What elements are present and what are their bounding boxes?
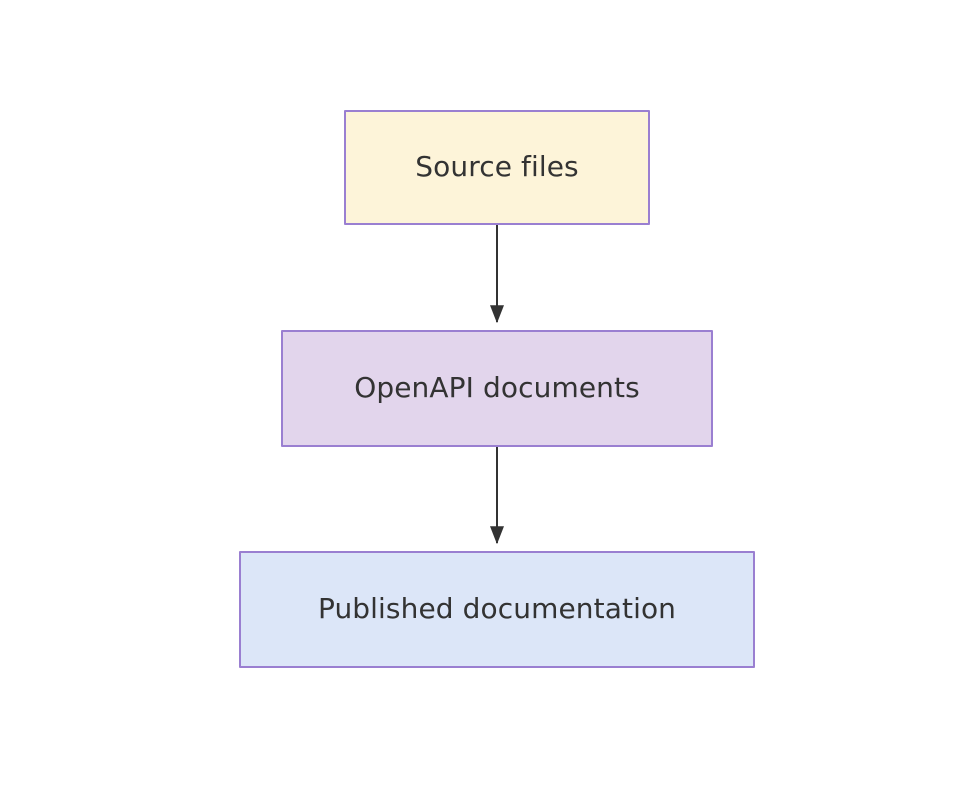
node-source-files-label: Source files <box>415 150 579 184</box>
node-published-documentation-label: Published documentation <box>317 592 677 626</box>
node-openapi-documents-label: OpenAPI documents <box>354 371 640 405</box>
node-published-documentation[interactable]: Published documentation <box>239 551 755 668</box>
node-source-files[interactable]: Source files <box>344 110 650 225</box>
node-openapi-documents[interactable]: OpenAPI documents <box>281 330 713 447</box>
